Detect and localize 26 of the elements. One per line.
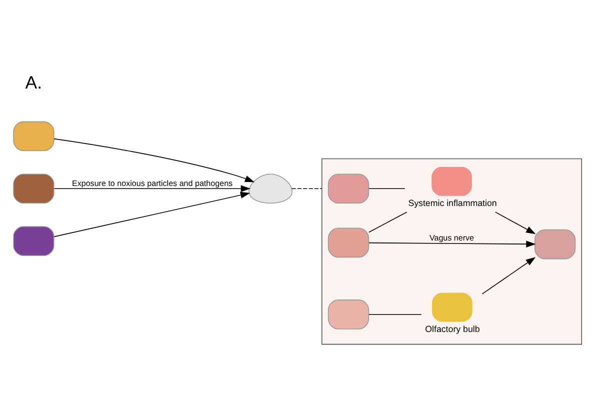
- cluster: [321, 158, 582, 345]
- arrow: [368, 240, 536, 248]
- arrow: [54, 185, 251, 192]
- edge-label: Exposure to noxious particles and pathogens: [72, 179, 233, 188]
- edge-label: Vagus nerve: [429, 233, 474, 242]
- node-person: [248, 174, 293, 204]
- node-box: [13, 121, 54, 152]
- node-box: [328, 300, 370, 330]
- node-box: [13, 226, 54, 256]
- arrow: [482, 257, 536, 294]
- node-box: [534, 229, 576, 260]
- node-box: [13, 174, 54, 204]
- arrow: [54, 138, 255, 182]
- node-box: [328, 228, 370, 258]
- node-box: [328, 174, 370, 204]
- arrow: [54, 192, 250, 238]
- node-label: Olfactory bulb: [425, 324, 480, 334]
- arrow: [494, 212, 536, 234]
- connector: [368, 212, 408, 233]
- label: A.: [25, 72, 42, 92]
- connector: [368, 314, 422, 315]
- node-label: Systemic inflammation: [408, 198, 497, 208]
- node-box: [432, 292, 472, 322]
- connector: [368, 188, 406, 190]
- node-person: [432, 166, 472, 196]
- connector: [291, 188, 322, 190]
